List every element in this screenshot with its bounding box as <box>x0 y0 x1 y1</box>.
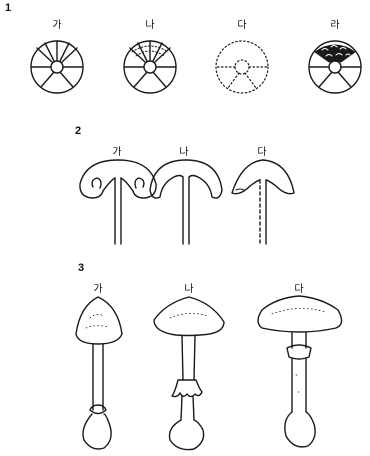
egg-section-a <box>31 41 83 93</box>
egg-section-c <box>216 41 268 93</box>
young-mushroom-a <box>80 160 156 244</box>
mature-mushroom-c <box>258 296 342 447</box>
egg-section-d <box>309 41 361 93</box>
mature-mushroom-a <box>76 297 122 449</box>
mature-mushroom-b <box>154 297 224 450</box>
young-mushroom-c <box>232 160 294 244</box>
young-mushroom-b <box>150 160 222 244</box>
egg-section-b <box>124 41 176 93</box>
